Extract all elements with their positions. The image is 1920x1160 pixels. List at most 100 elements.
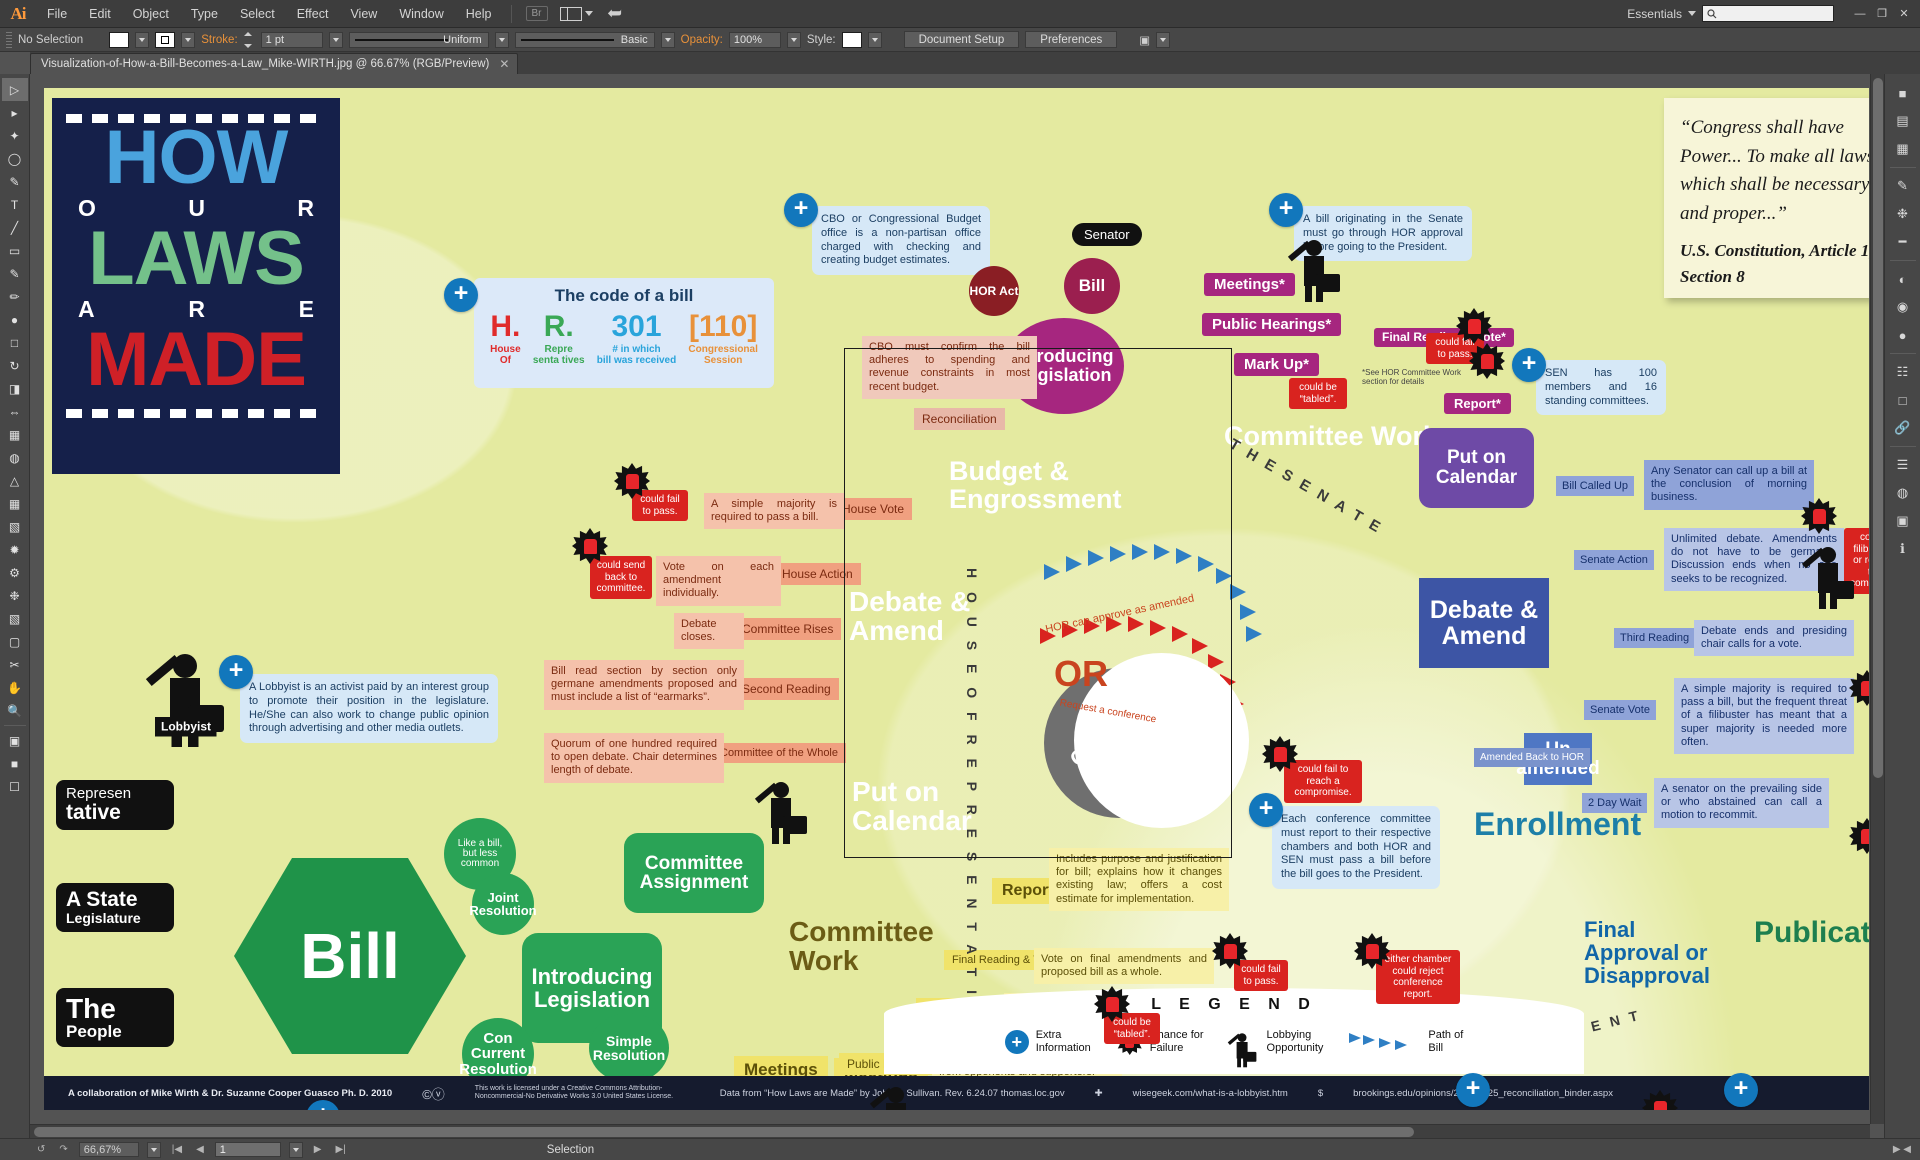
stroke-dropdown[interactable]	[181, 31, 196, 48]
plus-icon-appropriations[interactable]	[306, 1100, 340, 1110]
eraser-tool[interactable]: □	[10, 335, 19, 350]
style-swatch[interactable]	[841, 31, 862, 48]
control-bar-grip[interactable]	[6, 31, 12, 48]
share-icon[interactable]: ↷	[59, 1144, 68, 1155]
stroke-weight-stepper[interactable]	[243, 31, 255, 48]
close-icon[interactable]: ✕	[499, 57, 510, 71]
shape-builder-tool[interactable]: ◍	[9, 450, 20, 465]
arrange-documents-icon[interactable]	[559, 6, 593, 21]
bridge-icon[interactable]: Br	[525, 6, 548, 21]
close-button[interactable]: ✕	[1899, 8, 1909, 20]
preferences-button[interactable]: Preferences	[1025, 31, 1118, 48]
plus-icon[interactable]	[444, 278, 478, 312]
vertical-scrollbar[interactable]	[1870, 74, 1884, 1124]
blob-brush-tool[interactable]: ●	[10, 312, 19, 327]
magic-wand-tool[interactable]: ✦	[9, 128, 20, 143]
slice-tool[interactable]: ✂	[9, 657, 20, 672]
status-expand-icon[interactable]: ▶ ◀	[1892, 1144, 1911, 1155]
brush-dropdown[interactable]	[660, 31, 675, 48]
artboard-dropdown[interactable]	[288, 1141, 303, 1158]
rectangle-tool[interactable]: ▭	[8, 243, 21, 258]
transparency-panel-icon[interactable]: ◐	[1898, 271, 1907, 287]
search-input[interactable]	[1702, 5, 1834, 22]
document-setup-button[interactable]: Document Setup	[903, 31, 1020, 48]
perspective-grid-tool[interactable]: △	[9, 473, 20, 488]
document-tab[interactable]: Visualization-of-How-a-Bill-Becomes-a-La…	[30, 53, 519, 74]
transform-dropdown[interactable]	[1156, 31, 1171, 48]
opacity-dropdown[interactable]	[786, 31, 801, 48]
scale-tool[interactable]: ◨	[8, 381, 21, 396]
mesh-tool[interactable]: ▦	[8, 496, 21, 511]
horizontal-scrollbar[interactable]	[30, 1124, 1870, 1138]
artboards-panel-icon[interactable]: □	[1898, 392, 1907, 408]
column-graph-tool[interactable]: ▧	[8, 611, 21, 626]
next-artboard-button[interactable]: ▶	[313, 1144, 322, 1155]
line-tool[interactable]: ╱	[10, 220, 19, 235]
plus-icon-lobbyist[interactable]	[219, 655, 253, 689]
last-art I'board-button[interactable]: ▶|	[335, 1144, 346, 1155]
screen-mode-tool[interactable]: ☐	[9, 779, 20, 794]
align-panel-icon[interactable]: ☰	[1896, 457, 1909, 472]
maximize-button[interactable]: ❐	[1877, 8, 1887, 20]
menu-edit[interactable]: Edit	[89, 6, 111, 21]
color-guide-panel-icon[interactable]: ▤	[1896, 113, 1909, 128]
rotate-tool[interactable]: ↻	[9, 358, 20, 373]
stroke-weight-field[interactable]: 1 pt	[260, 31, 323, 48]
vertical-scroll-thumb[interactable]	[1873, 78, 1883, 778]
menu-window[interactable]: Window	[399, 6, 444, 21]
plus-icon-sen[interactable]	[1512, 348, 1546, 382]
stroke-weight-dropdown[interactable]	[328, 31, 343, 48]
minimize-button[interactable]: —	[1854, 7, 1866, 20]
style-dropdown[interactable]	[867, 31, 882, 48]
links-panel-icon[interactable]: 🔗	[1894, 420, 1911, 435]
menu-object[interactable]: Object	[132, 6, 169, 21]
width-tool[interactable]: ⇔	[8, 404, 21, 419]
stroke-swatch[interactable]	[155, 31, 176, 48]
first-artboard-button[interactable]: |◀	[171, 1144, 183, 1155]
pathfinder-panel-icon[interactable]: ◍	[1896, 485, 1909, 500]
artboard-number-field[interactable]: 1	[214, 1142, 281, 1157]
menu-help[interactable]: Help	[465, 6, 492, 21]
previous-artboard-button[interactable]: ◀	[196, 1144, 204, 1155]
type-tool[interactable]: T	[10, 197, 19, 212]
layers-panel-icon[interactable]: ☷	[1896, 364, 1909, 379]
menu-type[interactable]: Type	[190, 6, 218, 21]
menu-view[interactable]: View	[350, 6, 378, 21]
lasso-tool[interactable]: ◯	[7, 151, 22, 166]
eyedropper-tool[interactable]: ✹	[9, 542, 20, 557]
zoom-level-field[interactable]: 66,67%	[78, 1142, 139, 1157]
swatches-panel-icon[interactable]: ▦	[1896, 141, 1909, 156]
free-transform-tool[interactable]: ▦	[8, 427, 21, 442]
blend-tool[interactable]: ⚙	[9, 565, 20, 580]
fill-stroke-swatch[interactable]: ▣	[8, 733, 21, 748]
stroke-profile-select[interactable]: Uniform	[348, 31, 489, 48]
selection-tool[interactable]: ▷	[1, 78, 28, 101]
stroke-panel-icon[interactable]: ━	[1898, 234, 1907, 249]
horizontal-scroll-thumb[interactable]	[34, 1127, 1414, 1137]
plus-icon-president[interactable]	[1456, 1073, 1490, 1107]
plus-icon-conference[interactable]	[1249, 793, 1283, 827]
undo-icon[interactable]: ↺	[37, 1144, 46, 1155]
plus-icon-cbo[interactable]	[784, 193, 818, 227]
fill-dropdown[interactable]	[135, 31, 150, 48]
fill-swatch[interactable]	[109, 31, 130, 48]
plus-icon-senate-origin[interactable]	[1269, 193, 1303, 227]
artboard-tool[interactable]: ▢	[8, 634, 21, 649]
transform-icon[interactable]: ▣	[1139, 34, 1151, 47]
zoom-tool[interactable]: 🔍	[7, 703, 22, 718]
canvas-area[interactable]: HOW O U R LAWS A R E MADE “Congress shal…	[30, 74, 1884, 1124]
transform-panel-icon[interactable]: ▣	[1896, 513, 1909, 528]
hand-tool[interactable]: ✋	[7, 680, 22, 695]
menu-file[interactable]: File	[47, 6, 68, 21]
symbols-panel-icon[interactable]: ❉	[1897, 206, 1908, 221]
gradient-tool[interactable]: ▧	[8, 519, 21, 534]
brush-select[interactable]: Basic	[514, 31, 655, 48]
brushes-panel-icon[interactable]: ✎	[1897, 178, 1908, 193]
pencil-tool[interactable]: ✏	[9, 289, 20, 304]
graphic-styles-panel-icon[interactable]: ●	[1898, 327, 1907, 343]
stroke-profile-dropdown[interactable]	[494, 31, 509, 48]
paintbrush-tool[interactable]: ✎	[9, 266, 20, 281]
plus-icon-pocket-veto[interactable]	[1724, 1073, 1758, 1107]
color-panel-icon[interactable]: ■	[1898, 85, 1907, 101]
opacity-field[interactable]: 100%	[728, 31, 781, 48]
